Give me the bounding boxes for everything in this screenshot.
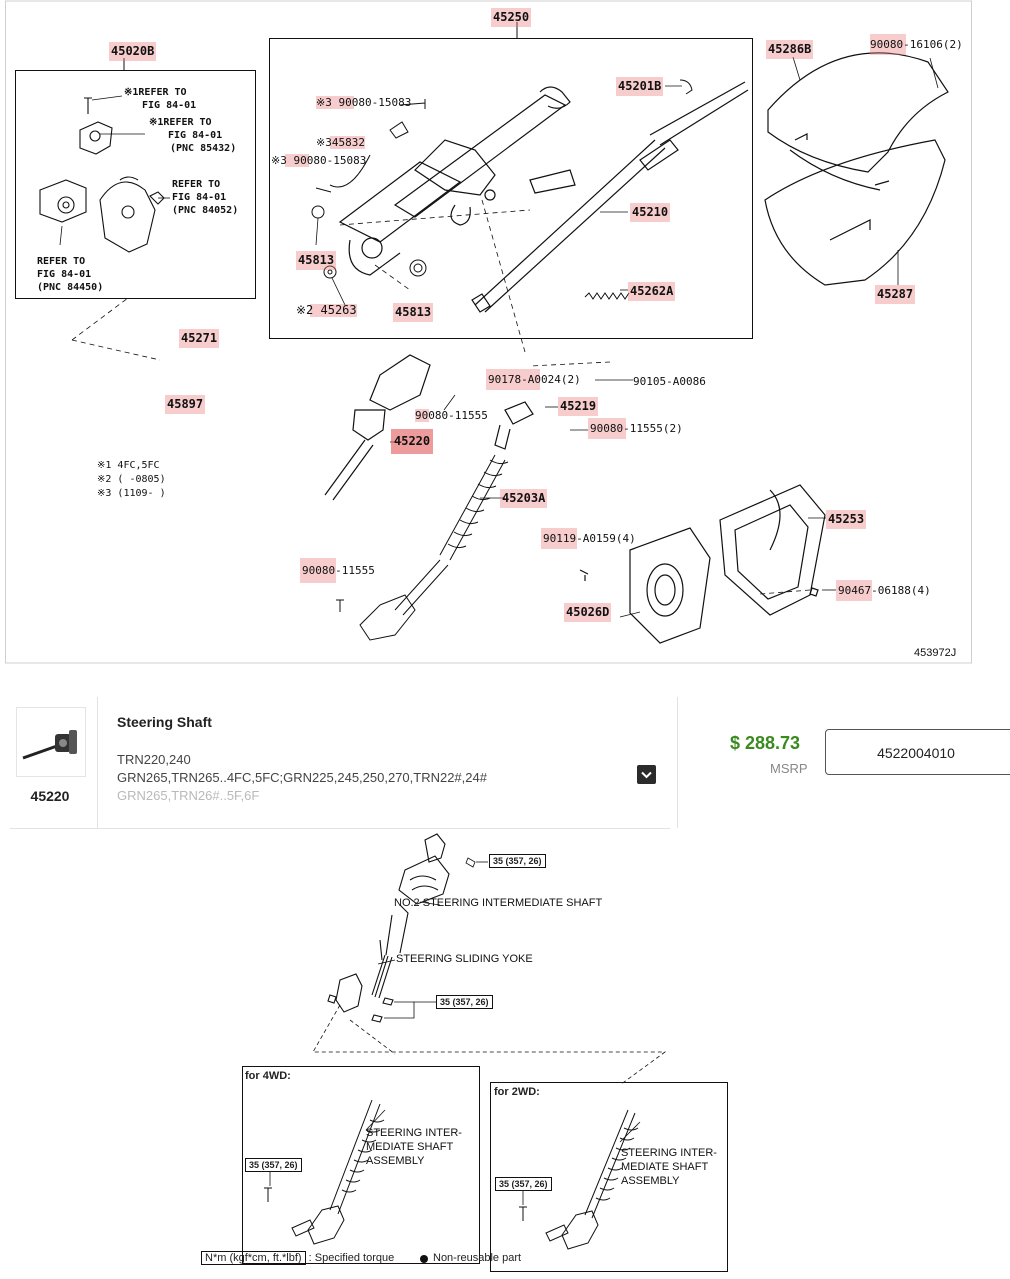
callout-45813-a[interactable]: 45813 (296, 251, 337, 270)
callout-90080-15083-b[interactable]: ※3 90080-15083 (271, 154, 367, 167)
label-sliding-yoke: STEERING SLIDING YOKE (396, 953, 533, 965)
callout-45287[interactable]: 45287 (875, 285, 916, 304)
legend-nonreusable: Non-reusable part (433, 1252, 522, 1264)
label-2wd-line-2: MEDIATE SHAFT (621, 1161, 709, 1173)
steering-shaft-thumbnail-icon (22, 730, 77, 760)
refer-note-3-fig: FIG 84-01 (172, 192, 227, 203)
parts-diagram: 45020B ※1REFER TO FIG 84-01 ※1REFER TO F… (5, 0, 972, 664)
callout-45262A[interactable]: 45262A (628, 282, 676, 301)
title-4wd: for 4WD: (245, 1070, 291, 1082)
refer-note-1: ※1REFER TO (124, 87, 187, 98)
label-2wd-line-3: ASSEMBLY (621, 1175, 680, 1187)
part-name: Steering Shaft (117, 714, 212, 730)
oem-part-number-button[interactable]: 4522004010 (825, 729, 1010, 775)
torque-spec-2wd: 35 (357, 26) (495, 1177, 552, 1191)
torque-spec-1: 35 (357, 26) (489, 854, 546, 868)
callout-90080-11555-a[interactable]: 90080-11555 (415, 409, 488, 422)
part-price: $ 288.73 (730, 733, 801, 753)
callout-90105-A0086[interactable]: 90105-A0086 (633, 375, 706, 388)
torque-spec-2: 35 (357, 26) (436, 995, 493, 1009)
callout-90080-11555-b[interactable]: 90080-11555(2) (588, 418, 685, 439)
callout-45271[interactable]: 45271 (179, 329, 220, 348)
chevron-down-icon (641, 771, 652, 779)
diagram-code: 453972J (914, 647, 957, 659)
callout-45250[interactable]: 45250 (491, 8, 532, 27)
callout-45201B[interactable]: 45201B (616, 77, 664, 96)
footnote-1: ※1 4FC,5FC (97, 460, 160, 471)
assembly-diagram: 35 (357, 26) NO.2 STEERING INTERMEDIATE … (0, 830, 1010, 1279)
callout-45220[interactable]: 45220 (391, 429, 434, 454)
refer-note-4-pnc: (PNC 84450) (37, 282, 104, 293)
callout-45203A[interactable]: 45203A (500, 489, 548, 508)
refer-note-1-fig: FIG 84-01 (142, 100, 197, 111)
torque-spec-4wd: 35 (357, 26) (245, 1158, 302, 1172)
callout-45253[interactable]: 45253 (826, 510, 867, 529)
diagram-drawing (5, 0, 972, 664)
callout-90178-A0024[interactable]: 90178-A0024(2) (486, 369, 583, 390)
refer-note-2-fig: FIG 84-01 (168, 130, 223, 141)
refer-note-3-pnc: (PNC 84052) (172, 205, 239, 216)
non-reusable-dot (420, 1255, 428, 1263)
callout-90467-06188[interactable]: 90467-06188(4) (836, 580, 933, 601)
part-number: 45220 (30, 788, 70, 804)
divider-right (677, 697, 678, 828)
row-divider (10, 828, 670, 829)
fitment-line-3: GRN265,TRN26#..5F,6F (117, 788, 260, 803)
fitment-line-1: TRN220,240 (117, 752, 191, 767)
legend: N*m (kgf*cm, ft.*lbf) : Specified torque (201, 1251, 395, 1265)
expand-fitment-button[interactable] (637, 765, 656, 784)
assembly-drawing (264, 833, 667, 1263)
part-row[interactable]: 45220 Steering Shaft TRN220,240 GRN265,T… (10, 697, 1010, 828)
label-4wd-line-2: MEDIATE SHAFT (366, 1141, 454, 1153)
legend-units: N*m (kgf*cm, ft.*lbf) (201, 1251, 306, 1265)
callout-45897[interactable]: 45897 (165, 395, 206, 414)
legend-torque: : Specified torque (308, 1252, 395, 1264)
refer-note-4: REFER TO (37, 256, 86, 267)
msrp-label: MSRP (770, 761, 808, 776)
callout-90080-11555-c[interactable]: 90080-11555 (300, 558, 377, 583)
footnote-2: ※2 ( -0805) (97, 474, 166, 485)
divider-left (97, 697, 98, 828)
callout-45263[interactable]: ※2 45263 (296, 303, 357, 317)
callout-45219[interactable]: 45219 (558, 397, 599, 416)
refer-note-2-pnc: (PNC 85432) (170, 143, 237, 154)
box-4wd (242, 1066, 480, 1264)
part-thumbnail[interactable] (16, 707, 86, 777)
refer-note-2: ※1REFER TO (149, 117, 212, 128)
callout-90080-15083-a[interactable]: ※3 90080-15083 (316, 96, 412, 109)
callout-45210[interactable]: 45210 (630, 203, 671, 222)
callout-90080-16106[interactable]: 90080-16106(2) (870, 34, 963, 55)
callout-90119-A0159[interactable]: 90119-A0159(4) (541, 528, 638, 549)
refer-note-3: REFER TO (172, 179, 221, 190)
callout-45813-b[interactable]: 45813 (393, 303, 434, 322)
refer-note-4-fig: FIG 84-01 (37, 269, 92, 280)
callout-45020B[interactable]: 45020B (109, 42, 157, 61)
box-2wd (490, 1082, 728, 1272)
fitment-line-2: GRN265,TRN265..4FC,5FC;GRN225,245,250,27… (117, 770, 487, 785)
label-2wd-line-1: STEERING INTER- (621, 1147, 717, 1159)
label-4wd-line-3: ASSEMBLY (366, 1155, 425, 1167)
callout-45026D[interactable]: 45026D (564, 603, 612, 622)
label-no2-intermediate-shaft: NO.2 STEERING INTERMEDIATE SHAFT (394, 897, 603, 909)
footnote-3: ※3 (1109- ) (97, 488, 166, 499)
callout-45286B[interactable]: 45286B (766, 40, 814, 59)
title-2wd: for 2WD: (494, 1086, 540, 1098)
callout-45832[interactable]: ※345832 (316, 136, 365, 149)
label-4wd-line-1: STEERING INTER- (366, 1127, 462, 1139)
